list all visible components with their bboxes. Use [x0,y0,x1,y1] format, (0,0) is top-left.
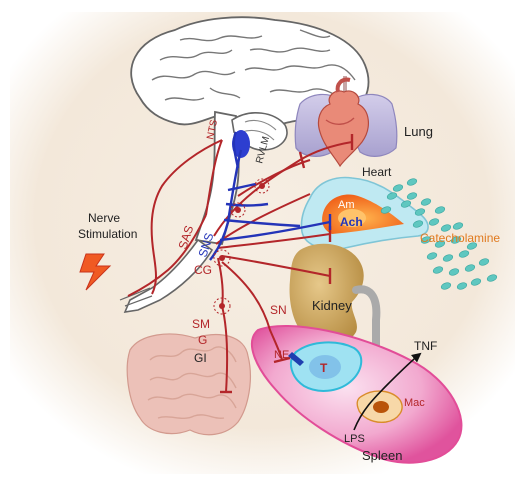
label-heart: Heart [362,165,392,179]
label-am: Am [338,199,355,211]
label-lung: Lung [404,124,433,139]
label-catecholamine: Catecholamine [420,231,500,245]
label-tnf: TNF [414,339,437,353]
label-sn: SN [270,303,287,317]
label-ne: NE [274,349,289,361]
label-t: T [320,361,328,375]
gi-tract [127,334,250,435]
label-nerve-stim-2: Stimulation [78,227,137,241]
label-cg: CG [194,263,212,277]
label-sm: SM [192,317,210,331]
label-spleen: Spleen [362,448,402,463]
label-g: G [198,333,207,347]
label-gi: GI [194,351,207,365]
label-kidney: Kidney [312,298,352,313]
label-mac: Mac [404,397,425,409]
label-ach: Ach [340,215,363,229]
label-lps: LPS [344,433,365,445]
label-nerve-stim-1: Nerve [88,211,120,225]
